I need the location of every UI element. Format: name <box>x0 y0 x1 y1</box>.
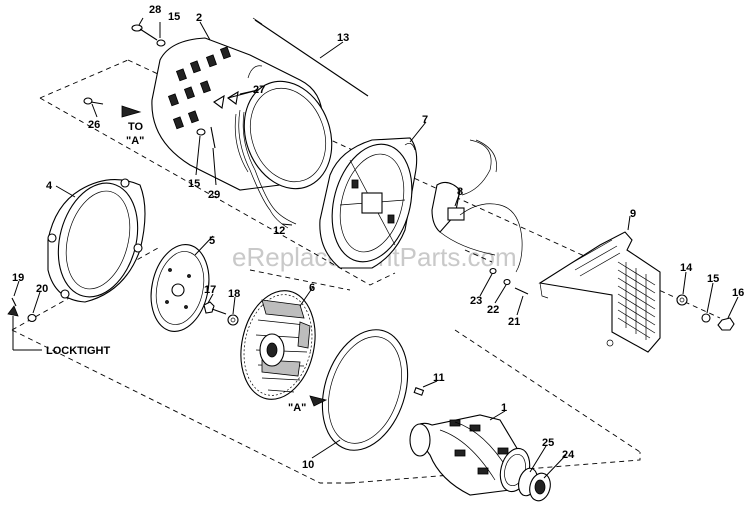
part-15-washer-right <box>701 313 711 323</box>
part-13-stud <box>252 17 369 97</box>
callout-27: 27 <box>253 84 265 96</box>
note-to-a: "A" <box>126 135 144 147</box>
callout-11: 11 <box>433 372 445 384</box>
part-28-screw <box>131 24 158 41</box>
part-26-screw <box>83 97 104 105</box>
part-21-screw <box>514 287 529 295</box>
callout-13: 13 <box>337 32 349 44</box>
part-8-brush-holder <box>431 139 523 273</box>
callout-26: 26 <box>88 119 100 131</box>
callout-17: 17 <box>204 284 216 296</box>
note-locktight: LOCKTIGHT <box>46 345 110 357</box>
part-10-ring <box>321 329 409 451</box>
callout-20: 20 <box>36 283 48 295</box>
callout-labels: 28 15 2 13 27 26 15 29 12 7 8 9 4 5 6 17… <box>12 4 744 471</box>
part-20-washer <box>27 313 37 323</box>
callout-9: 9 <box>630 208 636 220</box>
callout-5: 5 <box>209 235 215 247</box>
part-6-fan <box>240 290 316 400</box>
part-11-key <box>413 387 425 396</box>
part-15-washer-mid <box>196 128 206 136</box>
part-22-washer <box>503 278 511 286</box>
callout-18: 18 <box>228 288 240 300</box>
arrow-to-a <box>121 105 142 118</box>
callout-15-mid: 15 <box>188 178 200 190</box>
note-to: TO <box>128 121 144 133</box>
callout-14: 14 <box>680 262 693 274</box>
callout-7: 7 <box>422 114 428 126</box>
callout-4: 4 <box>46 180 53 192</box>
callout-2: 2 <box>196 12 202 24</box>
part-9-grille-cover <box>538 231 661 353</box>
note-a-marker: "A" <box>288 402 306 414</box>
callout-29: 29 <box>208 189 220 201</box>
part-7-end-bracket <box>319 137 418 269</box>
part-18-washer <box>227 314 239 326</box>
callout-16: 16 <box>732 287 744 299</box>
callout-15-top: 15 <box>168 11 180 23</box>
part-27-clips <box>213 90 239 109</box>
part-1-rotor <box>409 414 531 496</box>
part-5-flex-plate <box>150 244 210 332</box>
part-4-engine-adapter <box>47 178 146 303</box>
part-17-bolt <box>203 301 227 315</box>
callout-1: 1 <box>501 402 507 414</box>
part-14-washer <box>676 294 688 306</box>
callout-25: 25 <box>542 437 554 449</box>
part-16-nut <box>717 317 735 331</box>
callout-19: 19 <box>12 272 24 284</box>
callout-15-right: 15 <box>707 273 719 285</box>
part-15-washer-top <box>156 39 166 47</box>
callout-28: 28 <box>149 4 161 16</box>
callout-22: 22 <box>487 304 499 316</box>
part-2-stator-housing <box>151 37 333 229</box>
part-24-hub <box>529 472 551 502</box>
callout-21: 21 <box>508 316 520 328</box>
part-29-screw <box>210 126 216 149</box>
callout-12: 12 <box>273 225 285 237</box>
callout-24: 24 <box>562 449 575 461</box>
part-23-washer <box>489 267 497 275</box>
arrow-a-marker <box>309 395 328 407</box>
part-19-screw <box>7 297 42 351</box>
leader-lines <box>13 17 739 479</box>
callout-10: 10 <box>302 459 314 471</box>
callout-6: 6 <box>309 282 315 294</box>
callout-8: 8 <box>457 186 463 198</box>
callout-23: 23 <box>470 295 482 307</box>
